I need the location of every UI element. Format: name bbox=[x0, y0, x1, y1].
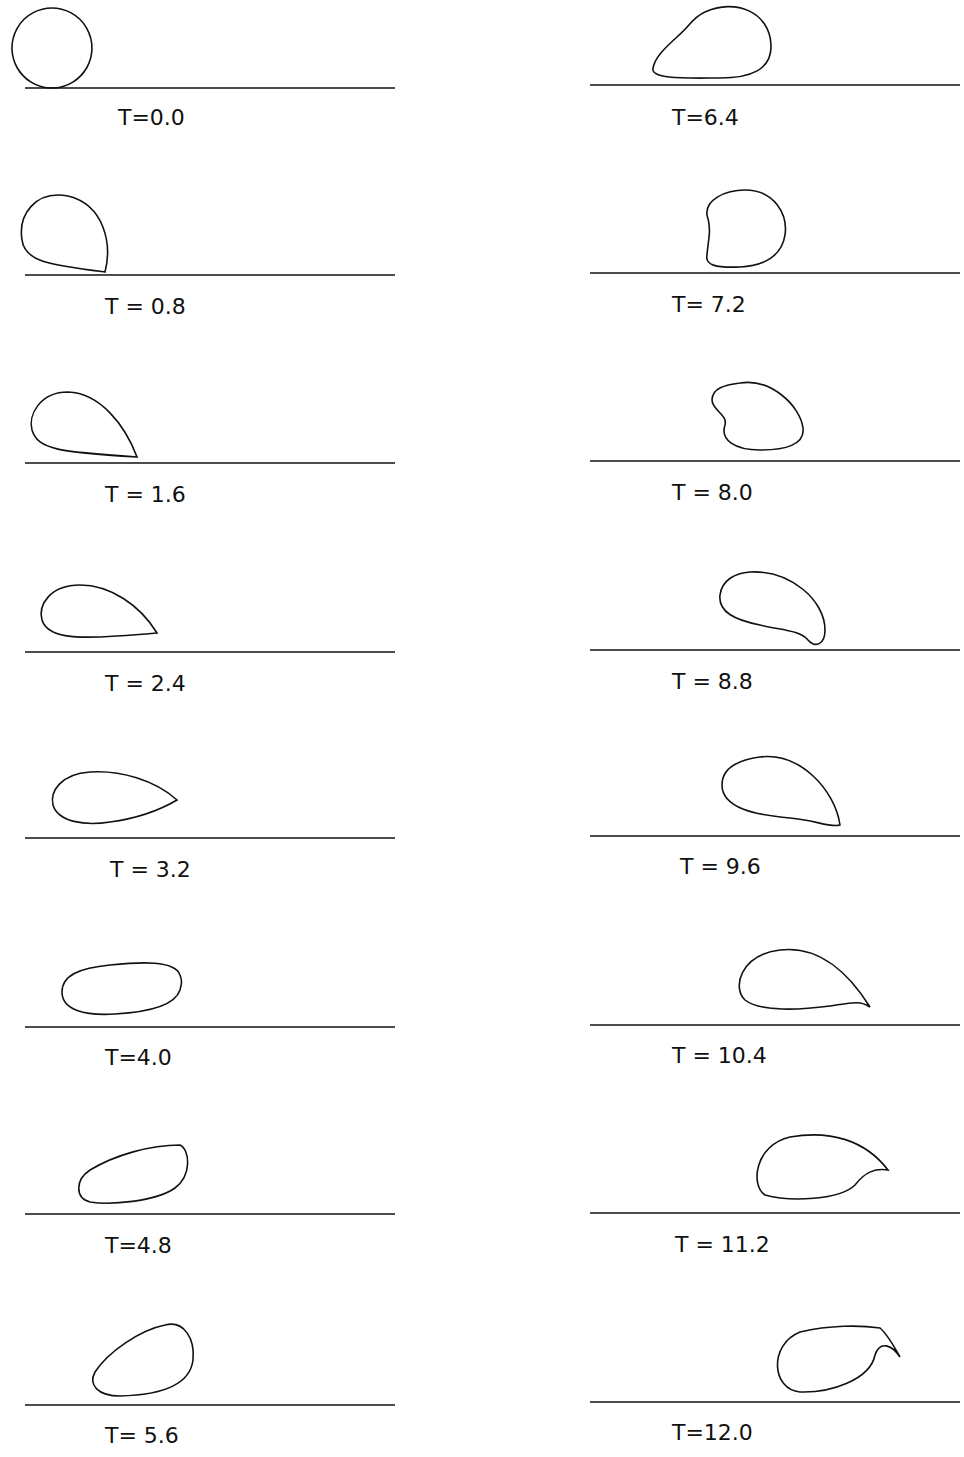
ground-line bbox=[590, 272, 960, 274]
time-label: T = 10.4 bbox=[672, 1044, 767, 1068]
drop-outline bbox=[21, 195, 107, 272]
time-label: T= 5.6 bbox=[105, 1424, 179, 1448]
time-label: T = 2.4 bbox=[105, 672, 186, 696]
ground-line bbox=[25, 1213, 395, 1215]
ground-lines bbox=[25, 85, 960, 1405]
time-label: T=6.4 bbox=[672, 106, 739, 130]
ground-line bbox=[590, 649, 960, 651]
time-label: T=4.0 bbox=[105, 1046, 172, 1070]
ground-line bbox=[25, 87, 395, 89]
time-label: T = 8.8 bbox=[672, 670, 753, 694]
ground-line bbox=[25, 1404, 395, 1406]
time-label: T = 1.6 bbox=[105, 483, 186, 507]
time-label: T=4.8 bbox=[105, 1234, 172, 1258]
ground-line bbox=[25, 651, 395, 653]
drop-outline bbox=[62, 963, 182, 1014]
ground-line bbox=[25, 274, 395, 276]
drop-outlines bbox=[12, 7, 900, 1396]
time-label: T = 3.2 bbox=[110, 858, 191, 882]
drop-outline bbox=[757, 1135, 888, 1199]
time-label: T= 7.2 bbox=[672, 293, 746, 317]
drop-outline bbox=[31, 392, 137, 457]
ground-line bbox=[590, 460, 960, 462]
ground-line bbox=[590, 1401, 960, 1403]
time-label: T=12.0 bbox=[672, 1421, 753, 1445]
drop-outline bbox=[93, 1324, 193, 1396]
time-label: T=0.0 bbox=[118, 106, 185, 130]
ground-line bbox=[25, 837, 395, 839]
drop-outline bbox=[12, 8, 92, 88]
ground-line bbox=[590, 835, 960, 837]
drop-outline bbox=[739, 949, 870, 1009]
drop-outline bbox=[41, 585, 157, 637]
drop-outline bbox=[722, 757, 840, 826]
drop-outline bbox=[777, 1326, 900, 1392]
ground-line bbox=[25, 1026, 395, 1028]
ground-line bbox=[590, 1212, 960, 1214]
drop-outline bbox=[720, 572, 825, 644]
drop-outline bbox=[653, 7, 771, 79]
time-label: T = 8.0 bbox=[672, 481, 753, 505]
ground-line bbox=[25, 462, 395, 464]
drop-outline bbox=[52, 772, 177, 824]
drop-outline bbox=[712, 382, 803, 450]
drop-outline bbox=[707, 190, 786, 267]
time-label: T = 0.8 bbox=[105, 295, 186, 319]
drop-outline bbox=[79, 1145, 188, 1203]
ground-line bbox=[590, 84, 960, 86]
ground-line bbox=[590, 1024, 960, 1026]
time-label: T = 9.6 bbox=[680, 855, 761, 879]
time-label: T = 11.2 bbox=[675, 1233, 770, 1257]
